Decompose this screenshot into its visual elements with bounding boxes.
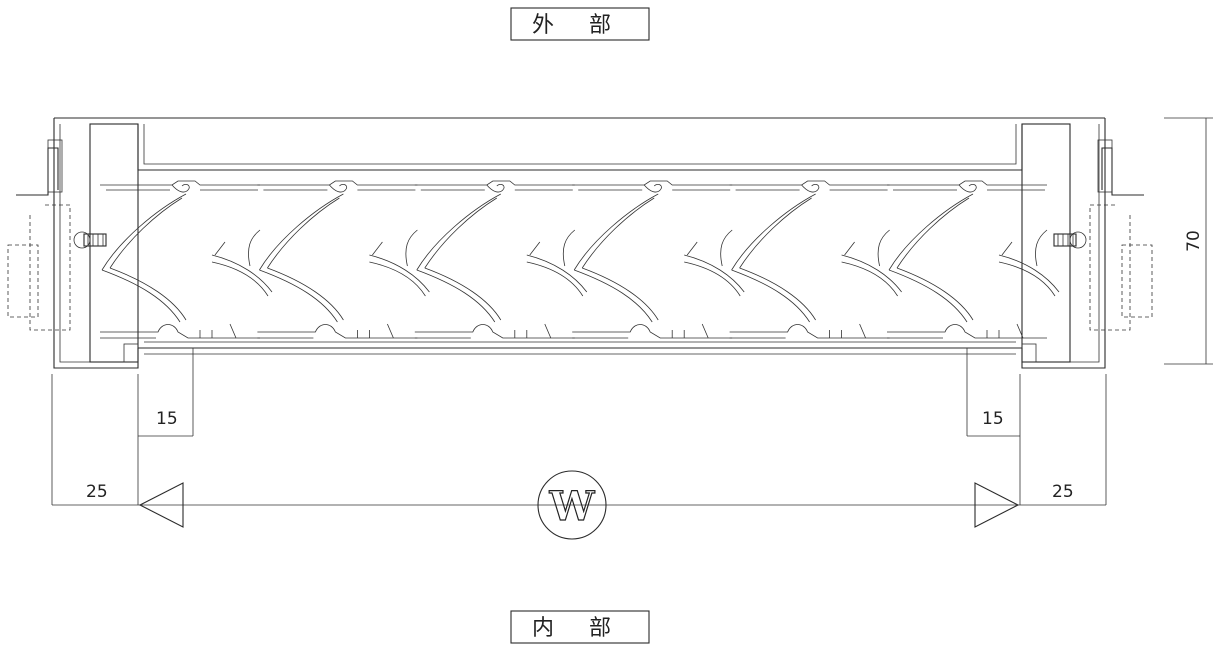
exterior-label-box: 外 部 (510, 7, 650, 41)
width-symbol-circle (537, 470, 607, 540)
exterior-label-frame (510, 7, 650, 41)
right-mounting-detail (1053, 139, 1153, 331)
right-overlap-dimension: 15 (982, 409, 1004, 429)
left-arrow-icon (138, 482, 184, 528)
louver-blades (100, 180, 1060, 339)
louver-blade (729, 180, 902, 339)
depth-dimension: 70 (1184, 230, 1204, 252)
left-margin-dimension: 25 (86, 482, 108, 502)
left-jamb-profile (89, 123, 139, 363)
interior-label-box: 内 部 (510, 610, 650, 644)
louver-blade (887, 180, 1060, 339)
width-symbol-label: W (549, 483, 596, 530)
left-anchor-dashed (7, 244, 39, 318)
right-arrow-icon (974, 482, 1020, 528)
louver-blade (257, 180, 430, 339)
right-screw-icon (1069, 231, 1087, 249)
right-margin-dimension: 25 (1052, 482, 1074, 502)
interior-label: 内 部 (532, 616, 625, 641)
left-screw-icon (73, 231, 91, 249)
exterior-label: 外 部 (532, 13, 625, 38)
right-anchor-dashed (1121, 244, 1153, 318)
louver-blade (414, 180, 588, 339)
extension-lines (51, 117, 1213, 505)
width-dimension: W (52, 470, 1106, 540)
interior-label-frame (510, 610, 650, 644)
louver-blade (572, 180, 745, 339)
right-jamb-profile (1021, 123, 1071, 363)
louver-blade (100, 180, 273, 339)
left-overlap-dimension: 15 (156, 409, 178, 429)
louver-frame (53, 117, 1106, 369)
left-mounting-detail (7, 139, 107, 331)
